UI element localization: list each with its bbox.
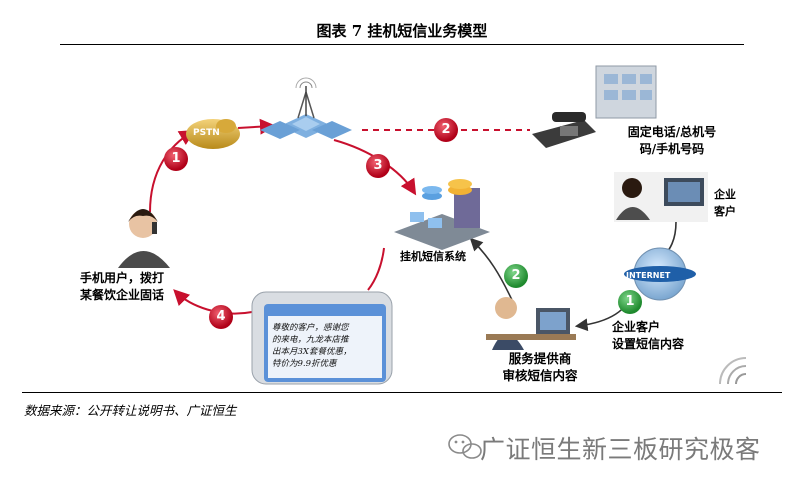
pstn-icon: [186, 119, 240, 149]
figure-title: 图表 7 挂机短信业务模型: [316, 22, 488, 40]
office-building-icon: [595, 65, 657, 119]
provider-label: 服务提供商 审核短信内容: [487, 350, 593, 384]
step-label-1: 1: [171, 151, 181, 166]
cell-tower-icon: [260, 77, 352, 139]
fixed-phone-label-line2: 码/手机号码: [639, 142, 705, 156]
watermark-text: 广证恒生新三板研究极客: [480, 435, 761, 464]
sms-line: 出本月3X套餐优惠，: [272, 347, 352, 357]
desk-phone-icon: [532, 112, 596, 148]
badge-red-2: [434, 118, 458, 142]
badge-green-2: [504, 264, 528, 288]
step-label-2: 2: [441, 122, 451, 137]
sms-screen-text: 尊敬的客户，感谢您 的来电，九龙本店推 出本月3X套餐优惠， 特价为9.9折优惠: [272, 322, 382, 370]
mobile-phone-icon: [251, 291, 393, 385]
mobile-user-label-line1: 手机用户，拨打: [80, 271, 165, 285]
enterprise-client-label-line2: 客户: [714, 205, 736, 218]
enterprise-client-photo: [614, 172, 708, 222]
wechat-logo-icon: [448, 434, 482, 459]
fixed-phone-label: 固定电话/总机号 码/手机号码: [612, 124, 732, 158]
setup-sms-label-line1: 企业客户: [612, 320, 661, 334]
arrow-pstn-to-tower: [237, 118, 276, 135]
internet-globe-icon: [624, 247, 696, 301]
service-provider-photo: [486, 297, 576, 350]
connector-arrows: [149, 118, 677, 332]
signal-decoration-icon: [719, 357, 747, 385]
sms-line: 特价为9.9折优惠: [272, 359, 337, 369]
badge-red-3: [366, 154, 390, 178]
setup-sms-label-line2: 设置短信内容: [612, 337, 685, 351]
data-source-note: 数据来源：公开转让说明书、广证恒生: [24, 403, 237, 418]
step-label-4: 4: [216, 309, 226, 324]
source-divider: [22, 392, 782, 393]
step-badges: [164, 118, 642, 329]
enterprise-client-label: 企业 客户: [714, 186, 754, 220]
enterprise-client-label-line1: 企业: [714, 188, 736, 201]
badge-red-1: [164, 147, 188, 171]
badge-red-4: [209, 305, 233, 329]
step-label-green-2: 2: [511, 268, 521, 283]
internet-label: INTERNET: [626, 271, 671, 280]
mobile-user-person-icon: [118, 209, 170, 268]
step-label-3: 3: [373, 158, 383, 173]
provider-label-line1: 服务提供商: [508, 351, 572, 366]
sms-line: 尊敬的客户，感谢您: [272, 323, 349, 333]
sms-server-label: 挂机短信系统: [400, 250, 466, 263]
setup-sms-label: 企业客户 设置短信内容: [612, 319, 722, 353]
arrow-provider-to-server: [469, 237, 513, 301]
fixed-phone-label-line1: 固定电话/总机号: [627, 125, 717, 139]
sms-server-icon: [394, 179, 490, 250]
title-divider: [60, 44, 744, 45]
step-label-green-1: 1: [625, 294, 635, 309]
mobile-user-label-line2: 某餐饮企业固话: [80, 288, 165, 302]
arrow-user-to-pstn: [149, 129, 196, 213]
sms-line: 的来电，九龙本店推: [272, 335, 349, 345]
pstn-label: PSTN: [193, 128, 220, 138]
mobile-user-label: 手机用户，拨打 某餐饮企业固话: [80, 270, 200, 304]
badge-green-1: [618, 290, 642, 314]
arrow-mobile-to-user: [173, 289, 253, 315]
provider-label-line2: 审核短信内容: [502, 368, 578, 383]
arrow-server-to-mobile: [367, 247, 385, 291]
